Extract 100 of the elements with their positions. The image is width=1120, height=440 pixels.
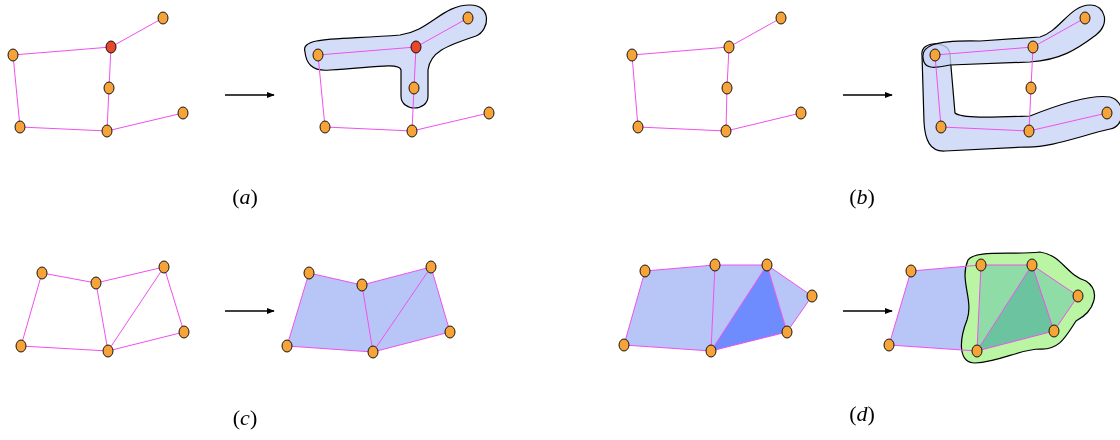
edge-line — [768, 270, 786, 327]
vertex-circle — [319, 120, 331, 134]
edge-line — [632, 60, 638, 122]
vertex-circle — [406, 124, 418, 138]
edge-line — [46, 273, 92, 283]
panel-label: (b) — [849, 186, 875, 208]
vertex-circle — [1101, 106, 1113, 120]
edge-line — [642, 126, 722, 132]
vertex-circle — [281, 339, 293, 353]
vertex-circle — [177, 106, 189, 120]
vertex-circle — [410, 40, 422, 54]
edge-line — [1035, 267, 1075, 294]
edge-line — [715, 332, 783, 351]
edge-line — [22, 278, 41, 341]
vertex-circle — [36, 266, 48, 280]
vertex-circle — [102, 344, 114, 358]
vertex-circle — [101, 124, 113, 138]
edge-line — [366, 267, 427, 285]
edge-line — [726, 52, 730, 83]
edge-line — [13, 60, 20, 122]
edge-line — [628, 344, 707, 352]
vertex-circle — [806, 289, 818, 303]
edge-line — [377, 332, 446, 352]
vertex-circle — [1025, 81, 1037, 95]
panel-label: (d) — [849, 403, 875, 425]
vertex-circle — [1023, 124, 1035, 138]
vertex-circle — [483, 106, 495, 120]
edge-line — [24, 126, 103, 132]
vertex-circle — [705, 344, 717, 358]
edge-line — [375, 271, 429, 348]
vertex-circle — [1048, 324, 1060, 338]
vertex-circle — [723, 40, 735, 54]
edge-line — [710, 270, 716, 346]
vertex-circle — [1072, 289, 1084, 303]
vertex-circle — [312, 48, 324, 62]
vertex-circle — [157, 11, 169, 25]
vertex-circle — [639, 264, 651, 278]
vertex-circle — [1079, 11, 1091, 25]
edge-line — [625, 276, 644, 340]
vertex-circle — [781, 325, 793, 339]
edge-line — [288, 278, 308, 341]
vertex-circle — [1027, 40, 1039, 54]
vertex-circle — [90, 276, 102, 290]
vertex-circle — [632, 120, 644, 134]
vertex-circle — [929, 48, 941, 62]
vertex-circle — [1026, 258, 1038, 272]
vertex-circle — [15, 339, 27, 353]
edge-line — [1028, 93, 1032, 126]
edge-line — [981, 331, 1050, 351]
vertex-circle — [775, 11, 787, 25]
edge-line — [915, 264, 977, 272]
vertex-circle — [158, 260, 170, 274]
edge-line — [649, 264, 711, 272]
edge-line — [329, 126, 408, 132]
edge-line — [1033, 270, 1053, 326]
edge-line — [17, 46, 107, 56]
edge-line — [112, 332, 180, 351]
vertex-circle — [14, 120, 26, 134]
edge-line — [893, 344, 973, 352]
vertex-circle — [178, 325, 190, 339]
vertex-circle — [975, 258, 987, 272]
edge-line — [985, 264, 1028, 266]
edge-line — [318, 60, 325, 122]
edge-line — [976, 270, 982, 346]
vertex-circle — [103, 81, 115, 95]
vertex-circle — [356, 278, 368, 292]
edge-line — [945, 126, 1025, 132]
vertex-circle — [7, 48, 19, 62]
edge-line — [432, 272, 449, 327]
edge-line — [291, 345, 369, 353]
vertex-circle — [367, 345, 379, 359]
edge-line — [416, 113, 485, 131]
vertex-circle — [425, 260, 437, 274]
vertex-circle — [883, 338, 895, 352]
vertex-circle — [408, 81, 420, 95]
vertex-circle — [709, 258, 721, 272]
edge-line — [362, 290, 373, 347]
vertex-circle — [905, 264, 917, 278]
vertex-circle — [720, 124, 732, 138]
edge-line — [890, 276, 910, 340]
panel-label: (c) — [232, 407, 258, 429]
vertex-circle — [444, 325, 456, 339]
edge-line — [411, 93, 415, 126]
edge-line — [96, 288, 108, 346]
edge-line — [322, 46, 412, 56]
vertex-circle — [105, 40, 117, 54]
edge-line — [719, 264, 763, 266]
vertex-circle — [795, 106, 807, 120]
edge-line — [100, 267, 160, 283]
vertex-circle — [935, 120, 947, 134]
edge-line — [413, 52, 417, 83]
edge-line — [939, 46, 1029, 56]
vertex-circle — [626, 48, 638, 62]
edge-line — [1030, 52, 1034, 83]
vertex-circle — [303, 266, 315, 280]
edge-line — [636, 46, 725, 56]
edge-line — [770, 267, 809, 294]
edge-line — [313, 273, 358, 285]
edge-line — [733, 20, 777, 45]
edge-line — [106, 93, 110, 126]
